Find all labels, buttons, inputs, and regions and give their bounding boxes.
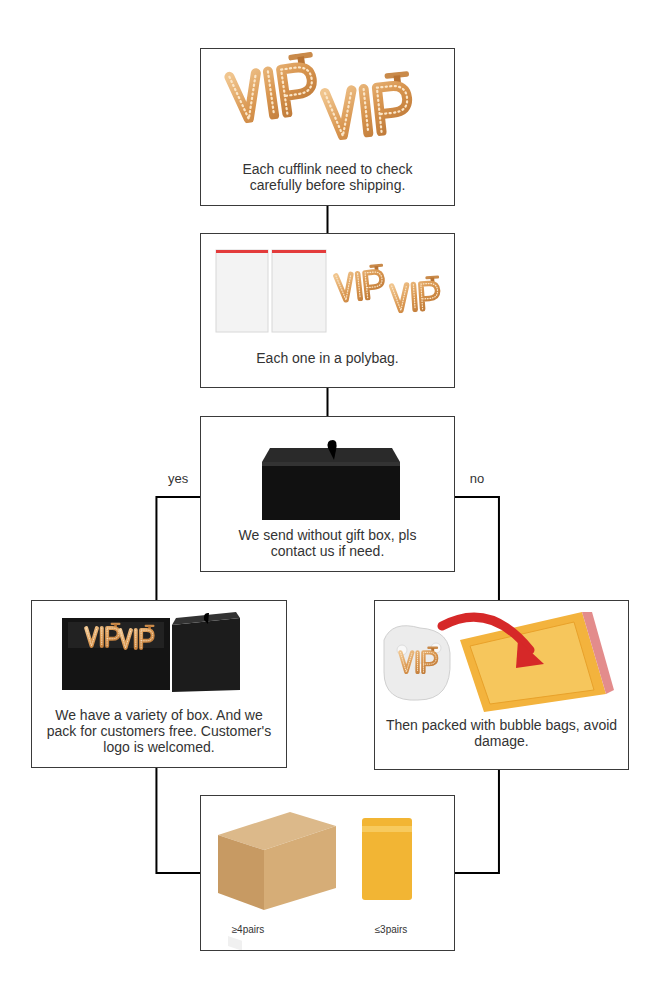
- box-text: Each one in a polybag.: [213, 350, 443, 366]
- process-box: We send without gift box, pls contact us…: [200, 416, 455, 572]
- vip-cufflinks-part: [324, 71, 415, 137]
- black-gift-box-part: [328, 440, 337, 460]
- open-gift-box-part: [86, 623, 120, 646]
- vip-cufflinks-part: [228, 52, 321, 121]
- open-gift-box-part: [120, 625, 154, 648]
- shipping-carton: [218, 812, 336, 951]
- vip-cufflinks: [228, 52, 415, 138]
- polybags-part: [272, 250, 326, 332]
- bubble-mailer-part: [516, 640, 544, 668]
- polybags: [216, 250, 441, 332]
- box-text: Then packed with bubble bags, avoid dama…: [386, 717, 618, 749]
- yellow-mailer: [362, 818, 412, 900]
- quantity-label: ≤3pairs: [375, 924, 408, 936]
- connector-line: [156, 497, 200, 600]
- shipping-carton-part: [218, 835, 264, 910]
- bubble-mailer-part: [470, 622, 594, 704]
- box-text: Each cufflink need to check carefully be…: [220, 161, 435, 193]
- connector-line: [455, 770, 499, 873]
- polybags-part: [216, 250, 268, 332]
- black-gift-box: [262, 440, 400, 520]
- connector-line: [156, 768, 200, 873]
- connector-line: [455, 497, 499, 600]
- process-box: Each one in a polybag.: [200, 233, 455, 388]
- bubble-mailer: [384, 612, 614, 712]
- polybags-part: [335, 264, 386, 301]
- black-gift-box-part: [262, 462, 400, 520]
- open-gift-box-part: [172, 618, 240, 692]
- bubble-mailer-part: [582, 612, 614, 694]
- open-gift-box: [62, 612, 240, 692]
- process-box: ≥4pairs ≤3pairs: [200, 795, 455, 951]
- polybags-part: [216, 250, 268, 253]
- bubble-mailer-part: [442, 617, 530, 650]
- shipping-carton-part: [228, 936, 242, 951]
- open-gift-box-part: [68, 622, 164, 648]
- branch-label: no: [468, 471, 486, 486]
- black-gift-box-part: [262, 462, 400, 466]
- bubble-mailer-part: [384, 626, 450, 700]
- connector-line: [327, 388, 329, 416]
- bubble-mailer-part: [400, 647, 438, 672]
- process-box: We have a variety of box. And we pack fo…: [31, 600, 287, 768]
- quantity-label: ≥4pairs: [232, 924, 265, 936]
- box-text: We send without gift box, pls contact us…: [233, 527, 423, 559]
- yellow-mailer-part: [362, 826, 412, 832]
- bubble-mailer-part: [460, 612, 606, 712]
- branch-label: yes: [166, 471, 190, 486]
- box-text: We have a variety of box. And we pack fo…: [41, 707, 277, 755]
- shipping-carton-part: [264, 826, 336, 910]
- open-gift-box-part: [62, 618, 170, 690]
- polybags-part: [272, 250, 326, 253]
- open-gift-box-part: [204, 613, 209, 624]
- process-box: Then packed with bubble bags, avoid dama…: [374, 600, 629, 770]
- open-gift-box-part: [172, 612, 240, 625]
- yellow-mailer-part: [362, 818, 412, 900]
- process-box: Each cufflink need to check carefully be…: [200, 48, 455, 206]
- connector-line: [327, 206, 329, 233]
- polybags-part: [391, 275, 441, 311]
